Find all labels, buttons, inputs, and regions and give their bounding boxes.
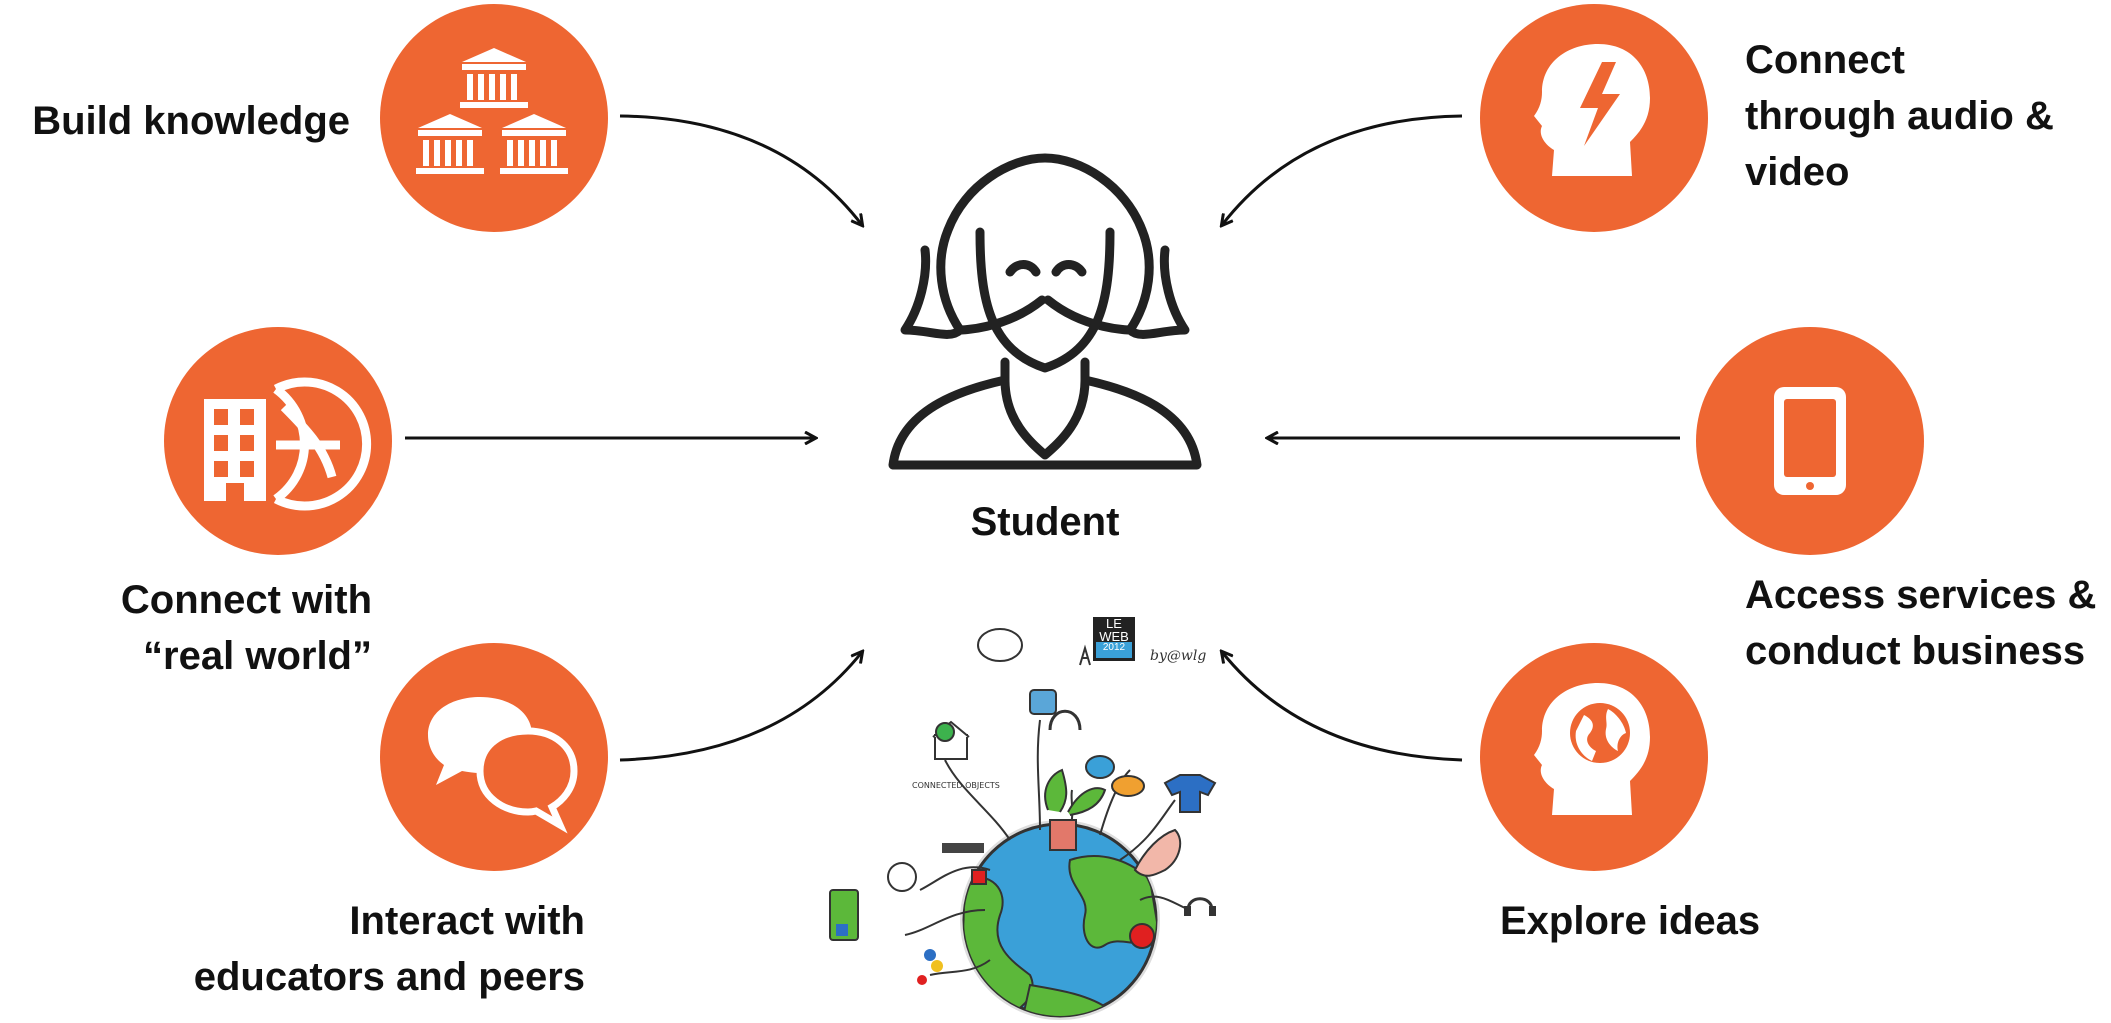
explore-ideas-label: Explore ideas	[1500, 899, 1761, 943]
head-lightning-icon	[1534, 44, 1650, 176]
arrow-connect-audio-video	[1222, 114, 1463, 225]
interact-educators-node	[380, 643, 608, 871]
head-globe-icon	[1534, 683, 1650, 815]
connect-audio-video-node	[1480, 4, 1708, 232]
arrow-interact-educators	[619, 652, 862, 762]
connected-objects-caption: CONNECTED OBJECTS	[912, 781, 1000, 790]
interact-educators-label: Interact with educators and peers	[193, 899, 585, 999]
chat-bubbles-icon	[428, 697, 578, 834]
explore-ideas-node	[1480, 643, 1708, 871]
connect-real-world-label: Connect with “real world”	[120, 578, 372, 678]
student-label: Student	[970, 500, 1120, 544]
leweb-badge-le: LE	[1106, 616, 1122, 631]
leweb-badge: LE WEB 2012	[1093, 617, 1135, 653]
leweb-badge-web: WEB	[1099, 629, 1129, 644]
institution-buildings-icon	[416, 48, 568, 174]
access-services-label: Access services & conduct business	[1745, 573, 2097, 673]
connect-real-world-node	[164, 327, 392, 555]
leweb-badge-year: 2012	[1102, 642, 1126, 653]
tablet-icon	[1774, 387, 1846, 495]
arrow-explore-ideas	[1222, 652, 1463, 762]
city-globe-icon	[204, 377, 372, 511]
connect-audio-video-label: Connect through audio & video	[1745, 38, 2054, 194]
build-knowledge-node	[380, 4, 608, 232]
access-services-node	[1696, 327, 1924, 555]
build-knowledge-label: Build knowledge	[32, 99, 350, 143]
arrow-build-knowledge	[619, 114, 862, 225]
illustration-signature: by@wlg	[1150, 648, 1207, 664]
